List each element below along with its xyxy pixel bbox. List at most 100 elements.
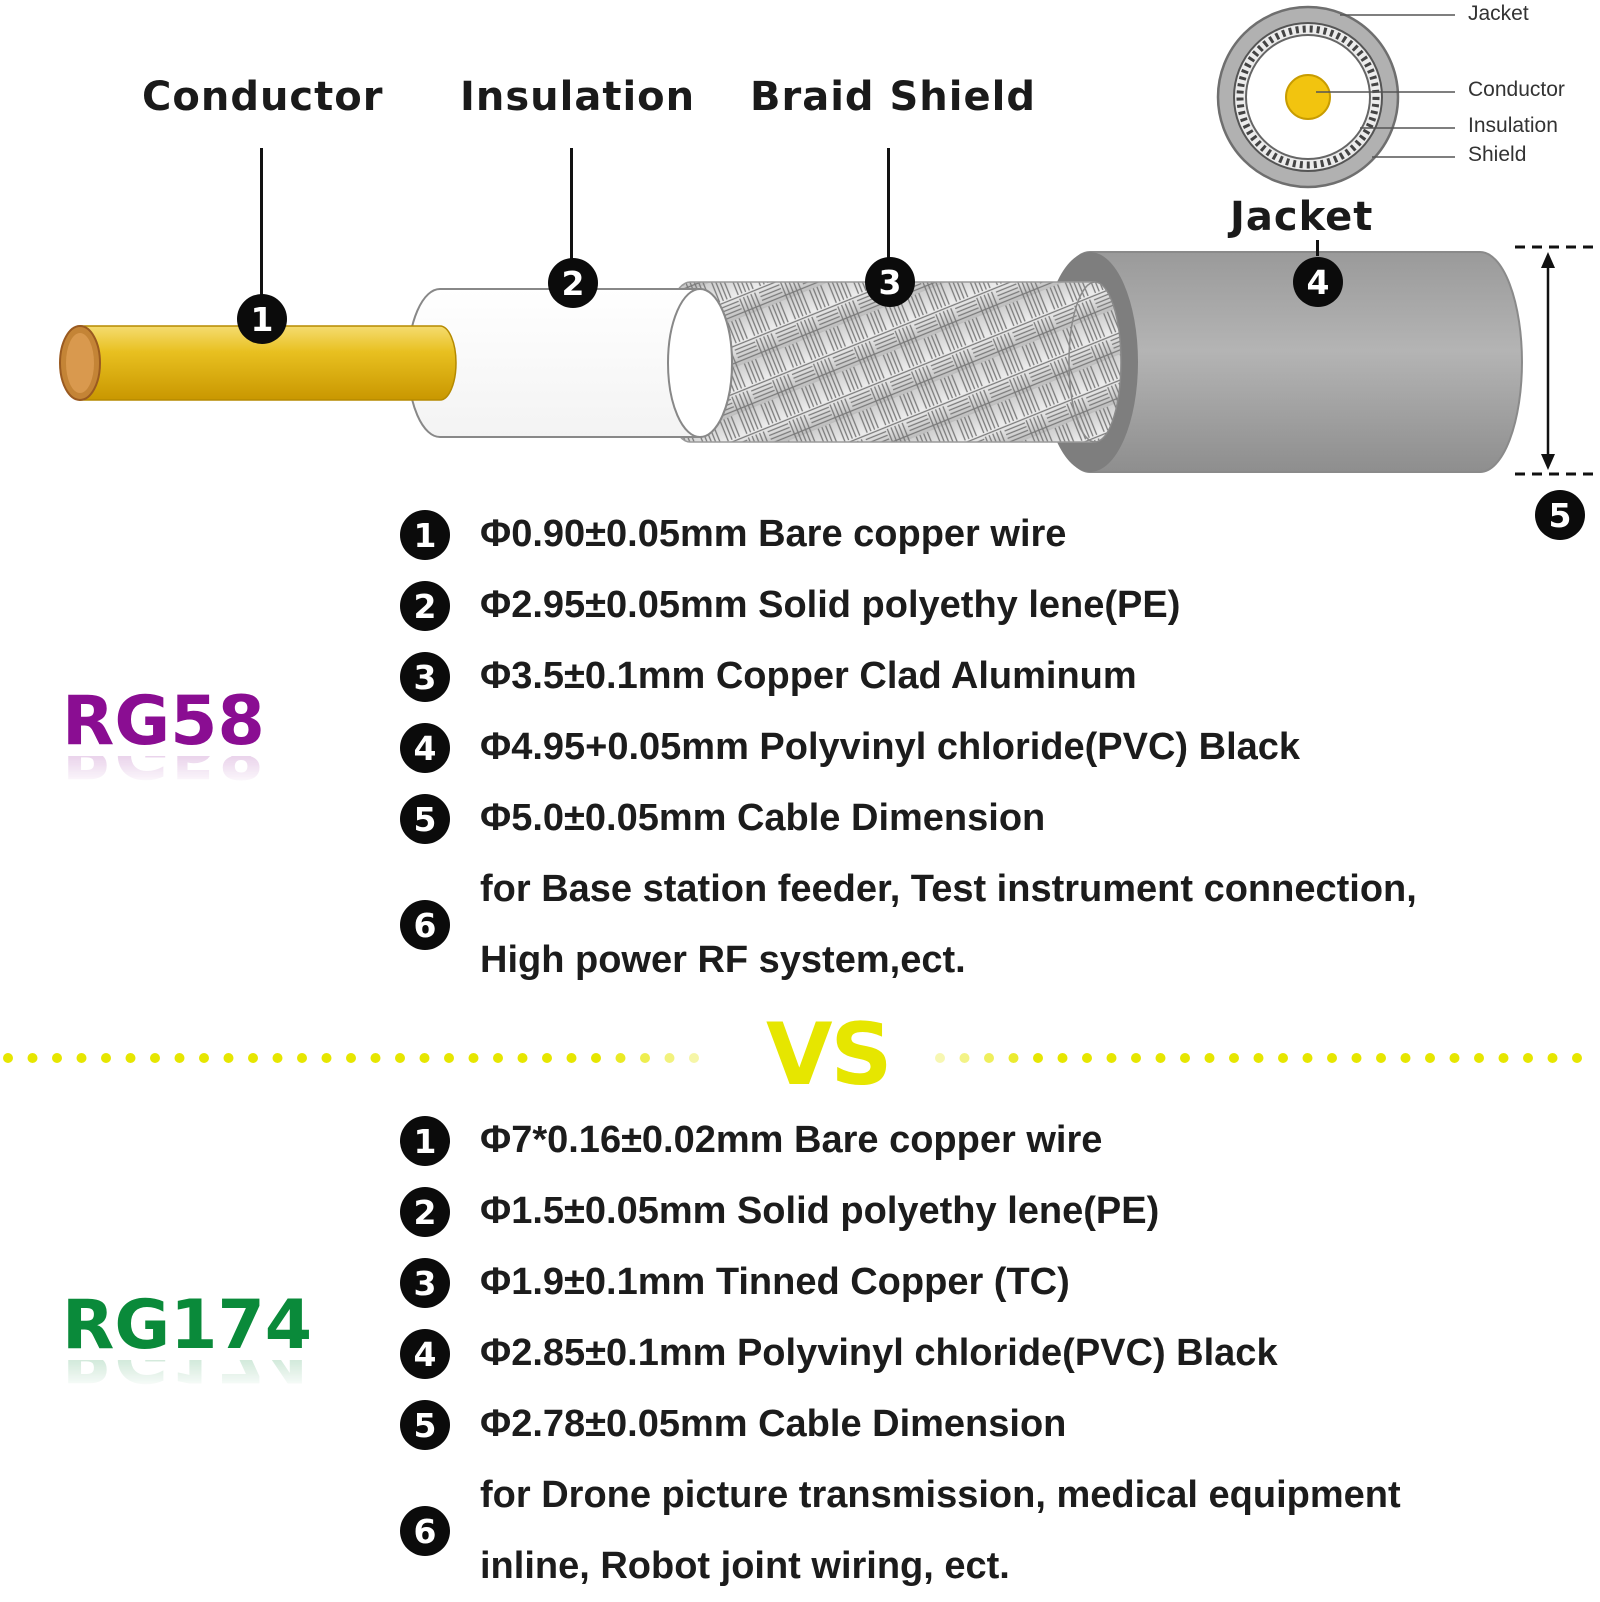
conductor-leader [260, 148, 263, 298]
divider-dot [984, 1053, 994, 1063]
cross-section-jacket-label: Jacket [1468, 2, 1529, 25]
divider-dot [1229, 1053, 1239, 1063]
divider-dot [689, 1053, 699, 1063]
rg58-spec-text: Φ0.90±0.05mm Bare copper wire [480, 513, 1067, 555]
rg174-spec-text: Φ7*0.16±0.02mm Bare copper wire [480, 1119, 1103, 1161]
divider-dot [248, 1053, 258, 1063]
rg174-model-reflection: RG174 [62, 1360, 312, 1390]
divider-dot [125, 1053, 136, 1063]
rg58-spec-badge: 2 [400, 581, 450, 631]
rg58-application-line: High power RF system,ect. [480, 939, 966, 981]
rg58-spec-text: Φ5.0±0.05mm Cable Dimension [480, 797, 1046, 839]
braid-shield-label: Braid Shield [750, 74, 1036, 120]
rg58-spec-badge: 3 [400, 652, 450, 702]
divider-dot [1425, 1053, 1435, 1063]
rg174-spec-text: Φ1.9±0.1mm Tinned Copper (TC) [480, 1261, 1070, 1303]
divider-dot [1106, 1053, 1117, 1063]
jacket-leader [1316, 240, 1319, 256]
conductor-badge: 1 [237, 294, 287, 344]
rg174-spec-badge: 4 [400, 1329, 450, 1379]
divider-dot [419, 1053, 430, 1063]
divider-dot [566, 1053, 577, 1063]
cross-section-insulation-label: Insulation [1468, 114, 1558, 137]
rg174-spec-badge: 5 [400, 1400, 450, 1450]
divider-dot [1155, 1053, 1166, 1063]
insulation-label: Insulation [460, 74, 696, 120]
divider-dot [591, 1053, 601, 1063]
divider-dot [1449, 1053, 1460, 1063]
divider-dot [1082, 1053, 1092, 1063]
rg174-model-title: RG174 [62, 1286, 313, 1365]
divider-dot [542, 1053, 552, 1063]
rg58-application-badge: 6 [400, 900, 450, 950]
divider-dot [101, 1053, 111, 1063]
divider-dot [493, 1053, 503, 1063]
divider-dot [272, 1053, 283, 1063]
divider-dot [935, 1053, 945, 1063]
divider-dot [640, 1053, 650, 1063]
rg174-spec-badge: 2 [400, 1187, 450, 1237]
divider-dot [1008, 1053, 1019, 1063]
divider-dot [3, 1053, 13, 1063]
rg58-spec-text: Φ2.95±0.05mm Solid polyethy lene(PE) [480, 584, 1181, 626]
divider-dot [395, 1053, 405, 1063]
rg174-spec-text: Φ2.78±0.05mm Cable Dimension [480, 1403, 1067, 1445]
rg174-spec-badge: 3 [400, 1258, 450, 1308]
divider-dot [27, 1053, 38, 1063]
rg58-application-line: for Base station feeder, Test instrument… [480, 868, 1417, 910]
insulation-leader [570, 148, 573, 263]
divider-dot [1180, 1053, 1190, 1063]
divider-dot [1498, 1053, 1509, 1063]
cross-section-shield-label: Shield [1468, 143, 1527, 166]
dimension-badge: 5 [1535, 490, 1585, 540]
rg58-model-title: RG58 [62, 682, 265, 761]
rg174-application-line: inline, Robot joint wiring, ect. [480, 1545, 1010, 1587]
rg58-spec-text: Φ4.95+0.05mm Polyvinyl chloride(PVC) Bla… [480, 726, 1301, 768]
braid-shield-leader [887, 148, 890, 263]
divider-dot [517, 1053, 528, 1063]
rg174-spec-text: Φ1.5±0.05mm Solid polyethy lene(PE) [480, 1190, 1160, 1232]
divider-dot [1278, 1053, 1288, 1063]
divider-dot [1474, 1053, 1484, 1063]
divider-dot [1351, 1053, 1362, 1063]
divider-dot [52, 1053, 62, 1063]
divider-dot [1547, 1053, 1558, 1063]
divider-dot [223, 1053, 234, 1063]
jacket-badge: 4 [1293, 257, 1343, 307]
divider-dot [1302, 1053, 1313, 1063]
cross-section-icon [1216, 5, 1455, 189]
divider-dot [1204, 1053, 1215, 1063]
divider-dot [1131, 1053, 1141, 1063]
divider-dot [615, 1053, 626, 1063]
rg58-model-reflection: RG58 [62, 756, 265, 786]
divider-dot [346, 1053, 356, 1063]
rg174-spec-text: Φ2.85±0.1mm Polyvinyl chloride(PVC) Blac… [480, 1332, 1278, 1374]
rg58-spec-badge: 4 [400, 723, 450, 773]
rg58-spec-badge: 5 [400, 794, 450, 844]
divider-dot [1572, 1053, 1582, 1063]
cable-illustration [59, 5, 1600, 476]
conductor-label: Conductor [142, 74, 384, 120]
divider-dot [1253, 1053, 1264, 1063]
divider-dot [370, 1053, 381, 1063]
jacket-label: Jacket [1230, 194, 1374, 240]
divider-dot [76, 1053, 87, 1063]
divider-dot [1376, 1053, 1386, 1063]
divider-dot [1400, 1053, 1411, 1063]
divider-dot [174, 1053, 185, 1063]
divider-dot [468, 1053, 479, 1063]
divider-dot [297, 1053, 307, 1063]
divider-dot [1033, 1053, 1043, 1063]
rg58-model-block: RG58 RG58 [62, 682, 265, 787]
rg174-application-badge: 6 [400, 1506, 450, 1556]
divider-dot [1523, 1053, 1533, 1063]
divider-dot [321, 1053, 332, 1063]
rg58-spec-text: Φ3.5±0.1mm Copper Clad Aluminum [480, 655, 1137, 697]
rg174-application-line: for Drone picture transmission, medical … [480, 1474, 1401, 1516]
vs-divider-dots [3, 1053, 1582, 1063]
divider-dot [444, 1053, 454, 1063]
vs-label: VS [766, 1005, 892, 1105]
rg174-model-block: RG174 RG174 [62, 1286, 313, 1391]
cross-section-conductor-label: Conductor [1468, 78, 1565, 101]
rg174-spec-badge: 1 [400, 1116, 450, 1166]
